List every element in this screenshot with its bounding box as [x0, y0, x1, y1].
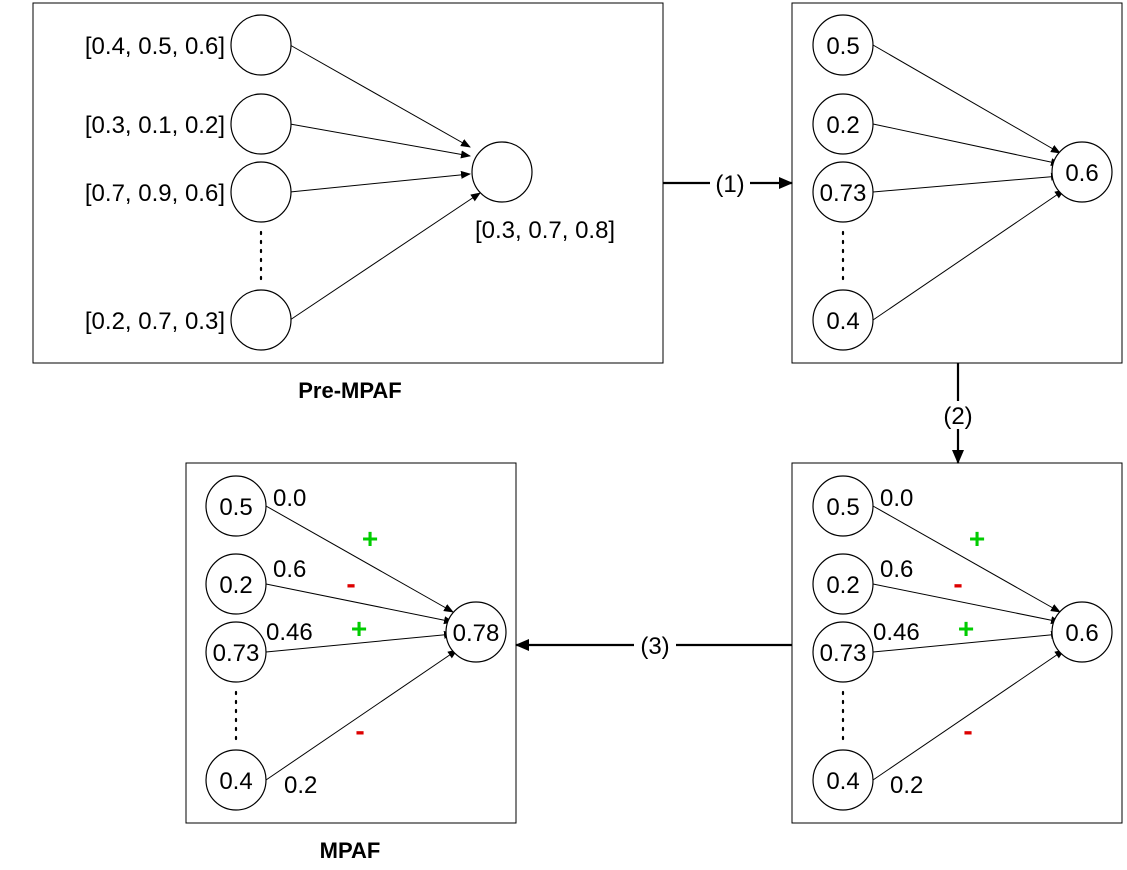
step2-panel: 0.5 0.2 0.73 0.4 0.6 0.0 0.6 0.46 0.2 + … [791, 462, 1123, 824]
step1-input-node-2 [812, 93, 874, 155]
step2-input-value-4: 0.4 [826, 768, 859, 795]
flow-arrow-2-label: (2) [943, 403, 972, 430]
mpaf-input-node-1 [205, 475, 267, 537]
step1-panel: 0.5 0.2 0.73 0.4 0.6 [791, 2, 1123, 364]
mpaf-input-value-1: 0.5 [219, 494, 252, 521]
mpaf-weight-4: 0.2 [284, 772, 317, 799]
mpaf-sign-3: + [351, 613, 367, 644]
step2-input-value-1: 0.5 [826, 494, 859, 521]
step1-output-node [1051, 141, 1113, 203]
pre-input-node-4 [230, 289, 292, 351]
mpaf-sign-1: + [362, 523, 378, 554]
step2-input-node-1 [812, 475, 874, 537]
mpaf-input-value-3: 0.73 [213, 640, 260, 667]
step1-input-node-3 [812, 161, 874, 223]
mpaf-output-value: 0.78 [453, 620, 500, 647]
step2-sign-4: - [963, 715, 972, 746]
pre-mpaf-panel: [0.4, 0.5, 0.6] [0.3, 0.1, 0.2] [0.7, 0.… [32, 2, 664, 364]
pre-input-vector-1: [0.4, 0.5, 0.6] [85, 33, 225, 60]
pre-output-vector: [0.3, 0.7, 0.8] [475, 217, 615, 244]
mpaf-panel: 0.5 0.2 0.73 0.4 0.78 0.0 0.6 0.46 0.2 +… [185, 462, 517, 824]
step2-input-node-4 [812, 749, 874, 811]
step1-input-value-1: 0.5 [826, 33, 859, 60]
flow-arrow-3: (3) [515, 632, 792, 660]
step1-input-node-1 [812, 14, 874, 76]
flow-arrow-1-label: (1) [715, 171, 744, 198]
mpaf-weight-1: 0.0 [273, 485, 306, 512]
step2-input-node-2 [812, 553, 874, 615]
step1-input-value-3: 0.73 [820, 180, 867, 207]
step1-input-node-4 [812, 289, 874, 351]
step2-output-node [1051, 601, 1113, 663]
step2-input-value-2: 0.2 [826, 572, 859, 599]
flow-arrow-2: (2) [937, 363, 979, 464]
step1-output-value: 0.6 [1065, 160, 1098, 187]
pre-input-node-2 [230, 93, 292, 155]
step2-input-node-3 [812, 621, 874, 683]
mpaf-weight-3: 0.46 [266, 619, 313, 646]
mpaf-weight-2: 0.6 [273, 556, 306, 583]
mpaf-input-node-4 [205, 749, 267, 811]
mpaf-output-node [445, 601, 507, 663]
mpaf-caption: MPAF [320, 838, 381, 863]
mpaf-sign-4: - [355, 715, 364, 746]
step2-sign-1: + [969, 523, 985, 554]
pre-input-node-3 [230, 161, 292, 223]
step2-sign-3: + [958, 613, 974, 644]
mpaf-input-value-2: 0.2 [219, 572, 252, 599]
flow-arrow-1: (1) [663, 170, 793, 198]
flow-arrow-3-label: (3) [640, 633, 669, 660]
step2-weight-3: 0.46 [873, 619, 920, 646]
pre-mpaf-caption: Pre-MPAF [298, 378, 402, 403]
step2-weight-2: 0.6 [880, 556, 913, 583]
pre-input-node-1 [230, 14, 292, 76]
mpaf-input-node-3 [205, 621, 267, 683]
pre-input-vector-3: [0.7, 0.9, 0.6] [85, 180, 225, 207]
mpaf-input-node-2 [205, 553, 267, 615]
step2-input-value-3: 0.73 [820, 640, 867, 667]
pre-output-node [471, 141, 533, 203]
step2-sign-2: - [953, 568, 962, 599]
step1-input-value-4: 0.4 [826, 308, 859, 335]
step1-input-value-2: 0.2 [826, 112, 859, 139]
step2-weight-1: 0.0 [880, 485, 913, 512]
pre-input-vector-2: [0.3, 0.1, 0.2] [85, 112, 225, 139]
step2-output-value: 0.6 [1065, 620, 1098, 647]
pre-input-vector-4: [0.2, 0.7, 0.3] [85, 308, 225, 335]
step2-weight-4: 0.2 [890, 772, 923, 799]
mpaf-sign-2: - [346, 568, 355, 599]
mpaf-input-value-4: 0.4 [219, 768, 252, 795]
